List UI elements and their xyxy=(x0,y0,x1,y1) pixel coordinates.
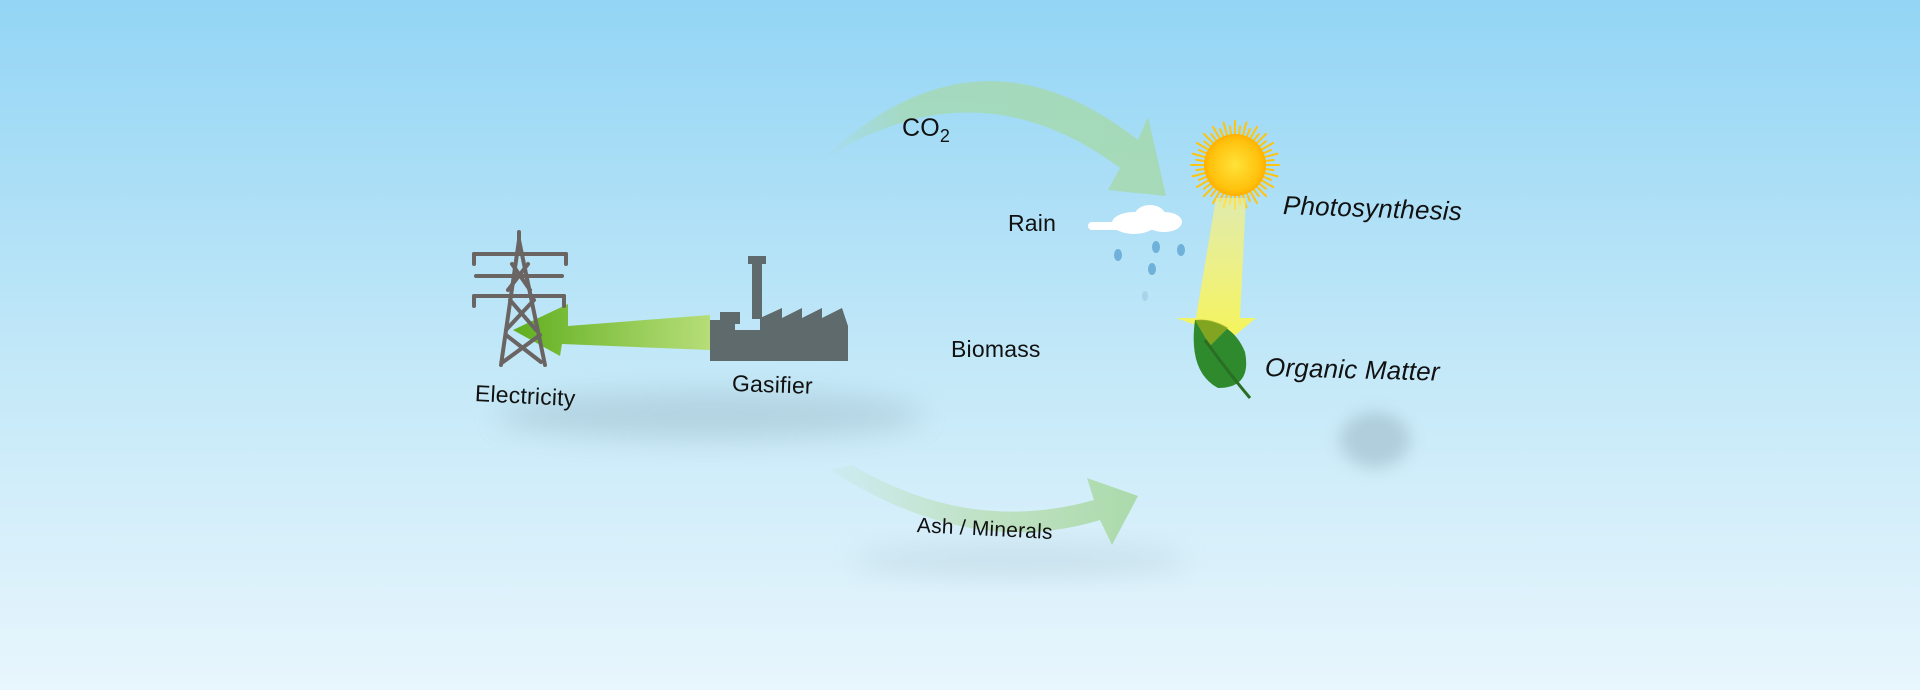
sun-ray xyxy=(1212,125,1221,141)
sun-ray xyxy=(1245,127,1251,139)
sun-ray xyxy=(1255,132,1268,145)
gasifier-factory-icon xyxy=(710,256,848,361)
sun-ray xyxy=(1237,125,1242,137)
sun-ray xyxy=(1203,140,1213,148)
cloud-icon xyxy=(1088,205,1182,234)
sun-ray xyxy=(1197,175,1209,181)
gasifier-label: Gasifier xyxy=(731,370,814,399)
sun-ray xyxy=(1249,125,1258,141)
sun-ray xyxy=(1210,187,1218,197)
rain-drops-icon xyxy=(1114,241,1185,301)
sun-ray xyxy=(1257,182,1267,190)
power-pylon-icon xyxy=(472,230,568,367)
sun-ray xyxy=(1249,189,1258,205)
sun-ray xyxy=(1263,158,1275,163)
sun-ray xyxy=(1195,179,1211,188)
organic-matter-label: Organic Matter xyxy=(1264,352,1441,387)
sun-ray xyxy=(1195,167,1207,172)
electricity-arrow xyxy=(513,304,710,356)
sun-ray xyxy=(1212,189,1221,205)
sun-ray xyxy=(1219,127,1225,139)
sun-ray xyxy=(1191,152,1208,159)
sun-icon xyxy=(1190,120,1280,210)
sun-ray xyxy=(1252,187,1260,197)
photosynthesis-label: Photosynthesis xyxy=(1282,190,1463,227)
electricity-label: Electricity xyxy=(474,380,577,412)
sun-ray xyxy=(1261,175,1273,181)
ash-shadow xyxy=(850,544,1190,576)
sun-ray xyxy=(1202,185,1215,198)
sun-ray xyxy=(1195,158,1207,163)
leaf-shadow xyxy=(1340,412,1410,468)
sun-ray xyxy=(1202,132,1215,145)
sun-ray xyxy=(1197,149,1209,155)
sun-ray xyxy=(1262,171,1279,178)
sunlight-beam xyxy=(1176,198,1256,338)
sun-ray xyxy=(1259,142,1275,151)
biomass-label: Biomass xyxy=(951,336,1041,362)
sun-ray xyxy=(1191,171,1208,178)
ground-shadow xyxy=(495,391,925,439)
sun-ray xyxy=(1245,191,1251,203)
sun-ray xyxy=(1252,133,1260,143)
sun-ray xyxy=(1222,121,1229,138)
ash-minerals-arrow xyxy=(830,465,1138,545)
sun-ray xyxy=(1203,182,1213,190)
sun-ray xyxy=(1259,179,1275,188)
sun-ray xyxy=(1255,185,1268,198)
sun-ray xyxy=(1228,125,1233,137)
leaf-icon xyxy=(1193,319,1252,399)
sun-ray xyxy=(1257,140,1267,148)
sun-ray xyxy=(1195,142,1211,151)
rain-label: Rain xyxy=(1008,210,1057,236)
sun-ray xyxy=(1210,133,1218,143)
sun-ray xyxy=(1241,121,1248,138)
co2-label: CO2 xyxy=(902,114,951,147)
sun-ray xyxy=(1262,152,1279,159)
sun-ray xyxy=(1263,167,1275,172)
sun-ray xyxy=(1261,149,1273,155)
co2-cycle-arrow xyxy=(820,81,1166,196)
